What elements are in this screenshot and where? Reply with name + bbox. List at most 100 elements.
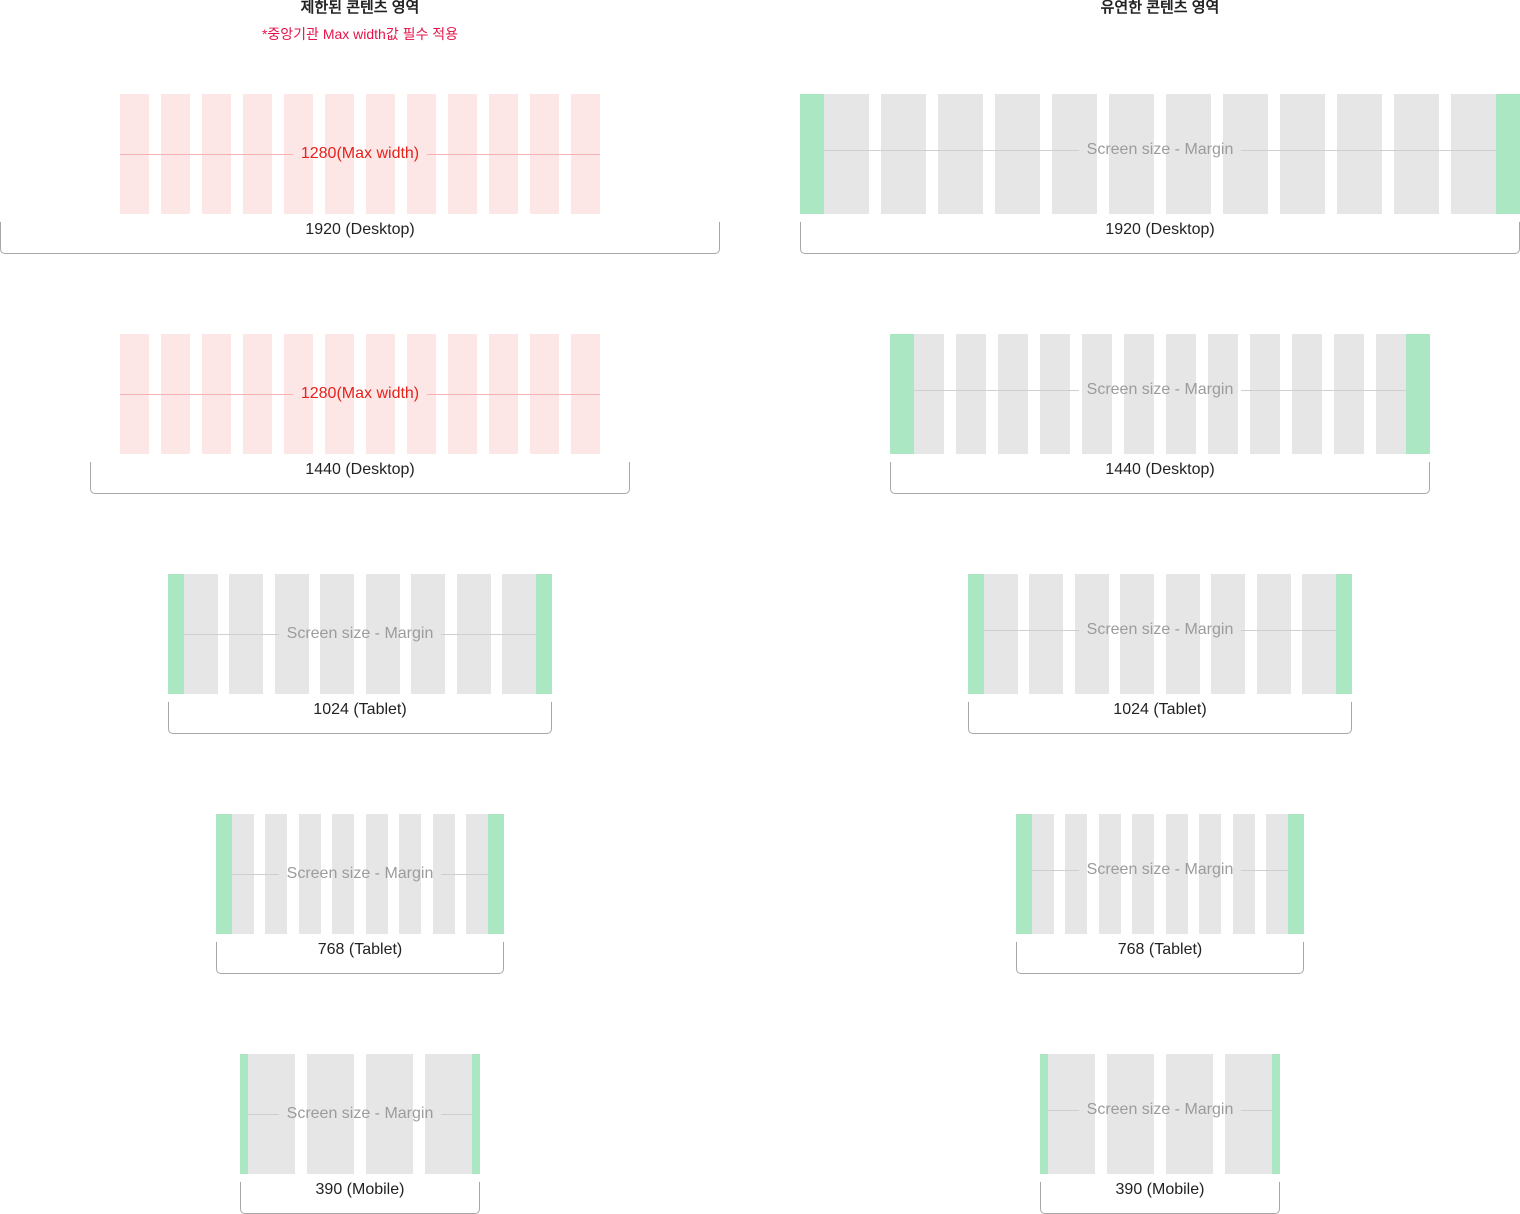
grid-column bbox=[1132, 814, 1155, 934]
fluid-grid-1920 bbox=[800, 94, 1520, 214]
grid-column bbox=[995, 94, 1040, 214]
grid-column bbox=[202, 334, 231, 454]
grid-column bbox=[1280, 94, 1325, 214]
grid-column bbox=[1292, 334, 1322, 454]
grid-column bbox=[1109, 94, 1154, 214]
grid-column bbox=[1337, 94, 1382, 214]
grid-column bbox=[366, 334, 395, 454]
grid-column bbox=[1166, 94, 1211, 214]
breakpoint-bracket-768-fluid: 768 (Tablet) bbox=[1016, 941, 1304, 974]
grid-column bbox=[232, 814, 254, 934]
grid-column bbox=[1074, 574, 1109, 694]
grid-column bbox=[824, 94, 869, 214]
margin-right bbox=[1272, 1054, 1280, 1174]
breakpoint-bracket-1440-fluid: 1440 (Desktop) bbox=[890, 461, 1430, 494]
breakpoint-bracket-1920-restricted: 1920 (Desktop) bbox=[0, 221, 720, 254]
grid-column bbox=[320, 574, 355, 694]
grid-column bbox=[184, 574, 218, 694]
grid-column bbox=[571, 334, 600, 454]
grid-column bbox=[501, 574, 536, 694]
grid-column bbox=[229, 574, 264, 694]
grid-column bbox=[325, 94, 354, 214]
grid-column bbox=[120, 94, 149, 214]
grid-column bbox=[365, 814, 388, 934]
grid-column bbox=[956, 334, 986, 454]
grid-column bbox=[1223, 94, 1268, 214]
grid-column bbox=[366, 94, 395, 214]
grid-column bbox=[914, 334, 944, 454]
fluid-grid-1024 bbox=[968, 574, 1352, 694]
grid-column bbox=[307, 1054, 354, 1174]
breakpoint-bracket-1024-fluid: 1024 (Tablet) bbox=[968, 701, 1352, 734]
grid-column bbox=[202, 94, 231, 214]
grid-column bbox=[425, 1054, 472, 1174]
breakpoint-label: 1024 (Tablet) bbox=[313, 701, 407, 718]
restricted-column-note: *중앙기관 Max width값 필수 적용 bbox=[261, 26, 459, 42]
grid-column bbox=[571, 94, 600, 214]
grid-column bbox=[1250, 334, 1280, 454]
grid-column bbox=[1394, 94, 1439, 214]
grid-column bbox=[1165, 814, 1188, 934]
breakpoint-label: 1024 (Tablet) bbox=[1113, 701, 1207, 718]
margin-right bbox=[1288, 814, 1304, 934]
grid-column bbox=[1166, 334, 1196, 454]
margin-left bbox=[890, 334, 914, 454]
grid-column bbox=[938, 94, 983, 214]
margin-right bbox=[536, 574, 552, 694]
grid-column bbox=[399, 814, 422, 934]
breakpoint-label: 1920 (Desktop) bbox=[305, 221, 415, 238]
grid-column bbox=[881, 94, 926, 214]
margin-left bbox=[1016, 814, 1032, 934]
grid-column bbox=[284, 334, 313, 454]
grid-column bbox=[1052, 94, 1097, 214]
grid-column bbox=[265, 814, 288, 934]
grid-column bbox=[1065, 814, 1088, 934]
grid-column bbox=[1124, 334, 1154, 454]
grid-column bbox=[243, 334, 272, 454]
grid-column bbox=[1451, 94, 1496, 214]
fluid-grid-1440 bbox=[890, 334, 1430, 454]
breakpoint-label: 768 (Tablet) bbox=[317, 941, 403, 958]
grid-column bbox=[407, 334, 436, 454]
grid-column bbox=[274, 574, 309, 694]
grid-column bbox=[1166, 1054, 1213, 1174]
grid-column bbox=[432, 814, 455, 934]
breakpoint-label: 390 (Mobile) bbox=[1115, 1181, 1205, 1198]
grid-column bbox=[530, 334, 559, 454]
grid-column bbox=[1208, 334, 1238, 454]
restricted-column-title: 제한된 콘텐츠 영역 bbox=[300, 0, 420, 16]
breakpoint-bracket-390-fluid: 390 (Mobile) bbox=[1040, 1181, 1280, 1214]
margin-right bbox=[1336, 574, 1352, 694]
grid-column bbox=[1199, 814, 1222, 934]
margin-right bbox=[488, 814, 504, 934]
restricted-grid-1024 bbox=[168, 574, 552, 694]
breakpoint-label: 1440 (Desktop) bbox=[305, 461, 415, 478]
grid-column bbox=[161, 94, 190, 214]
fluid-grid-768 bbox=[1016, 814, 1304, 934]
grid-column bbox=[1029, 574, 1064, 694]
grid-column bbox=[1301, 574, 1336, 694]
grid-column bbox=[1211, 574, 1246, 694]
margin-left bbox=[240, 1054, 248, 1174]
grid-column bbox=[984, 574, 1018, 694]
fluid-grid-390 bbox=[1040, 1054, 1280, 1174]
grid-column bbox=[1032, 814, 1054, 934]
restricted-grid-1920 bbox=[120, 94, 600, 214]
grid-column bbox=[1107, 1054, 1154, 1174]
breakpoint-bracket-1920-fluid: 1920 (Desktop) bbox=[800, 221, 1520, 254]
grid-column bbox=[1225, 1054, 1272, 1174]
grid-column bbox=[489, 334, 518, 454]
restricted-grid-1440 bbox=[120, 334, 600, 454]
margin-left bbox=[800, 94, 824, 214]
grid-column bbox=[325, 334, 354, 454]
breakpoint-bracket-1024-restricted: 1024 (Tablet) bbox=[168, 701, 552, 734]
margin-left bbox=[216, 814, 232, 934]
breakpoint-label: 390 (Mobile) bbox=[315, 1181, 405, 1198]
grid-column bbox=[456, 574, 491, 694]
grid-column bbox=[1265, 814, 1288, 934]
margin-right bbox=[472, 1054, 480, 1174]
grid-column bbox=[284, 94, 313, 214]
margin-left bbox=[168, 574, 184, 694]
grid-column bbox=[407, 94, 436, 214]
margin-left bbox=[1040, 1054, 1048, 1174]
